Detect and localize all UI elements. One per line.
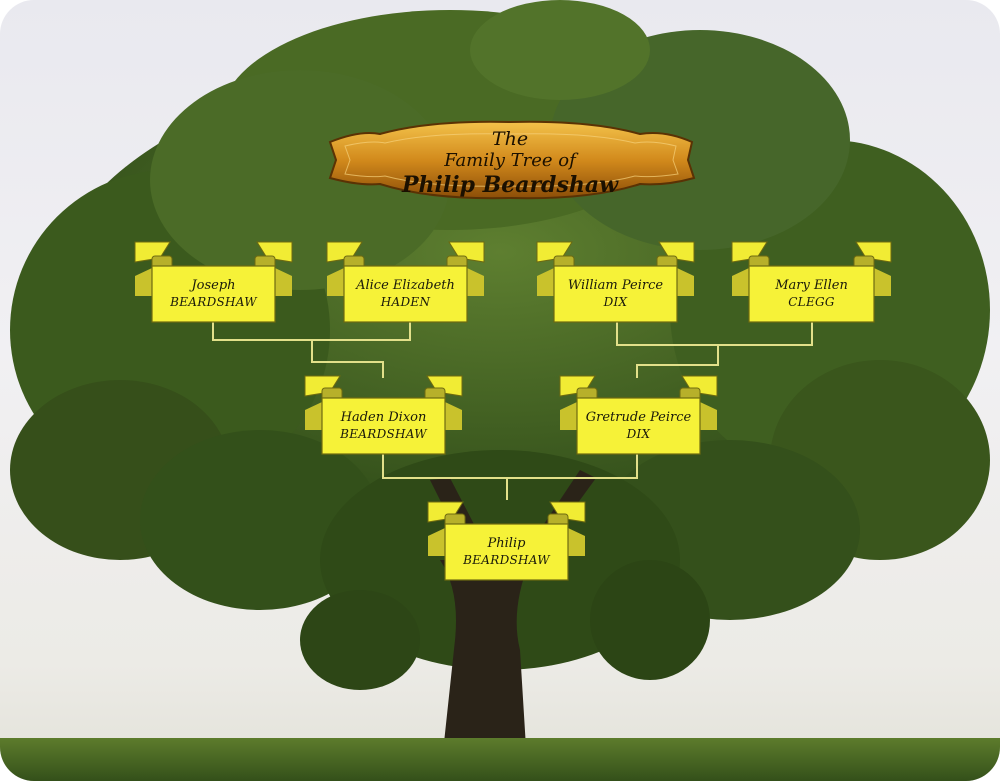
person-given-name: Alice Elizabeth: [356, 278, 455, 293]
person-mary: Mary Ellen CLEGG: [749, 266, 874, 322]
banner-alice: [326, 241, 485, 323]
person-surname: CLEGG: [788, 295, 835, 309]
person-given-name: Gretrude Peirce: [585, 410, 692, 425]
person-surname: BEARDSHAW: [170, 295, 257, 309]
connector-lines: [212, 322, 813, 500]
person-given-name: William Peirce: [567, 278, 664, 293]
title-line-1: The: [491, 127, 529, 150]
banner-william: [536, 241, 695, 323]
person-given-name: Philip: [487, 536, 526, 551]
person-given-name: Joseph: [191, 278, 236, 293]
title-line-2: Family Tree of: [444, 149, 576, 171]
grass-field: [0, 738, 1000, 781]
person-surname: DIX: [603, 295, 628, 309]
banner-haden: [304, 375, 463, 455]
title-line-3: Philip Beardshaw: [401, 171, 619, 198]
title-plaque: [328, 120, 696, 200]
person-philip: Philip BEARDSHAW: [445, 524, 568, 580]
banner-philip: [427, 501, 586, 581]
person-surname: DIX: [626, 427, 651, 441]
title-text: The Family Tree of Philip Beardshaw: [340, 120, 680, 206]
banner-joseph: [134, 241, 293, 323]
person-surname: HADEN: [380, 295, 431, 309]
person-given-name: Mary Ellen: [775, 278, 848, 293]
person-gretrude: Gretrude Peirce DIX: [577, 398, 700, 454]
banner-mary: [731, 241, 892, 323]
person-surname: BEARDSHAW: [340, 427, 427, 441]
banner-gretrude: [559, 375, 718, 455]
tree-canopy: [10, 0, 990, 690]
person-joseph: Joseph BEARDSHAW: [152, 266, 275, 322]
person-given-name: Haden Dixon: [340, 410, 427, 425]
person-haden: Haden Dixon BEARDSHAW: [322, 398, 445, 454]
person-william: William Peirce DIX: [554, 266, 677, 322]
person-surname: BEARDSHAW: [463, 553, 550, 567]
person-alice: Alice Elizabeth HADEN: [344, 266, 467, 322]
